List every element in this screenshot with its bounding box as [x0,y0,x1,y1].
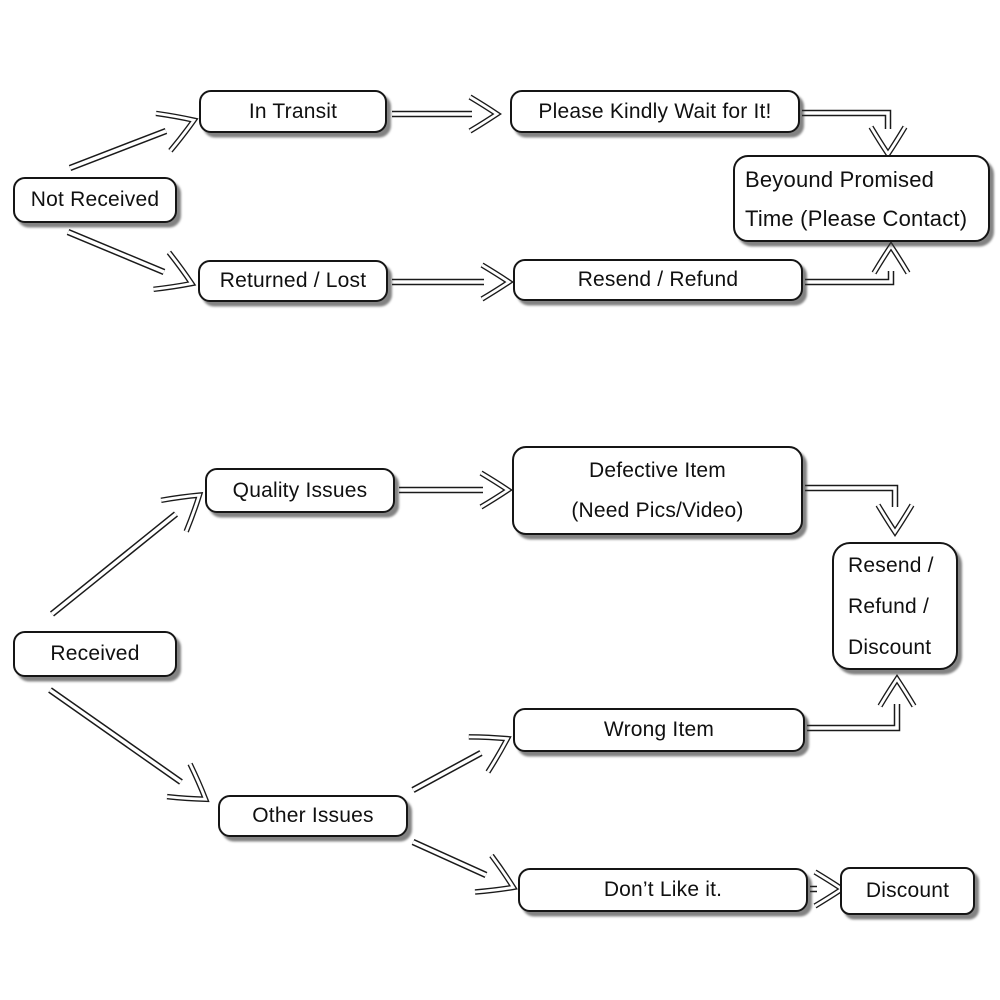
node-defective-item: Defective Item (Need Pics/Video) [512,446,803,535]
node-rrd-line2: Refund / [848,594,929,618]
node-beyond-promised-line2: Time (Please Contact) [745,205,968,231]
node-wrong-item: Wrong Item [513,708,805,752]
arrow-defective-item-to-rrd [805,484,915,537]
node-other-issues: Other Issues [218,795,408,837]
node-dont-like-it: Don’t Like it. [518,868,808,912]
arrow-please-wait-to-beyond-promised [802,109,908,159]
node-resend-refund-discount: Resend / Refund / Discount [832,542,958,670]
node-beyond-promised-line1: Beyound Promised [745,166,935,192]
arrow-wrong-item-to-rrd [807,674,917,732]
node-defective-item-line1: Defective Item [588,458,726,482]
arrow-other-issues-to-dont-like [411,839,518,895]
node-returned-lost: Returned / Lost [198,260,388,302]
arrow-not-received-to-returned-lost [66,229,197,293]
arrow-received-to-quality-issues [49,492,204,617]
node-received: Received [13,631,177,677]
arrow-received-to-other-issues [48,687,210,803]
arrow-other-issues-to-wrong-item [411,734,512,793]
node-beyond-promised-time: Beyound Promised Time (Please Contact) [733,155,990,242]
node-discount: Discount [840,867,975,915]
arrow-not-received-to-in-transit [68,110,199,172]
arrow-resend-refund-to-beyond-promised [805,241,911,286]
node-please-kindly-wait: Please Kindly Wait for It! [510,90,800,133]
node-not-received: Not Received [13,177,177,223]
node-rrd-line1: Resend / [848,553,934,577]
node-in-transit: In Transit [199,90,387,133]
node-rrd-line3: Discount [848,635,932,659]
node-resend-refund: Resend / Refund [513,259,803,301]
node-defective-item-line2: (Need Pics/Video) [571,498,744,522]
node-quality-issues: Quality Issues [205,468,395,513]
